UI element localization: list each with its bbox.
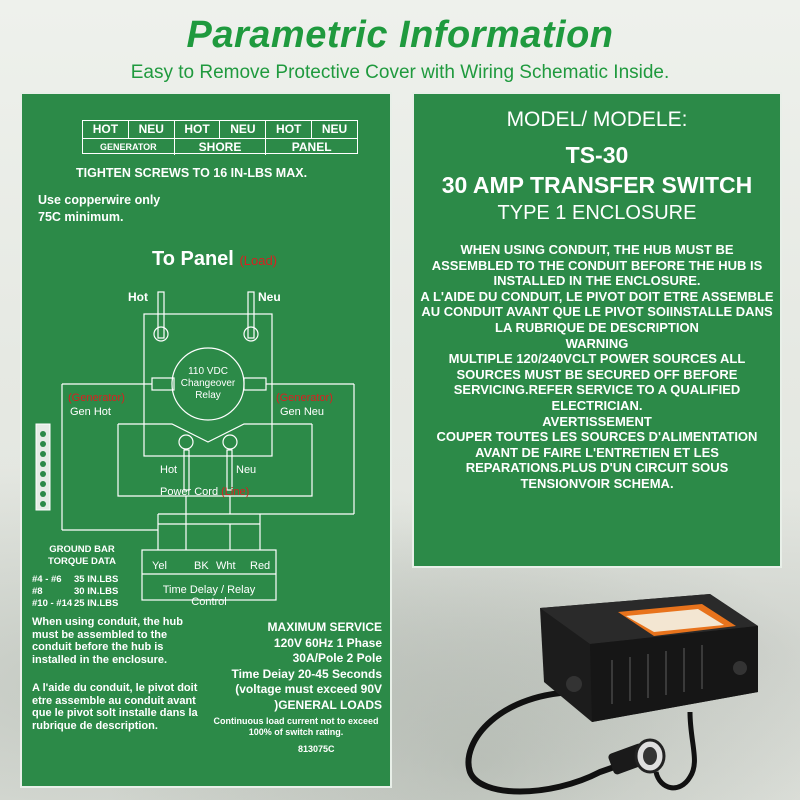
- hot-label: Hot: [128, 290, 148, 304]
- torque-value: 35 IN.LBS: [74, 574, 119, 585]
- wire-color-yel: Yel: [152, 560, 167, 572]
- neu-lead: [247, 291, 255, 339]
- warning-paragraph: MULTIPLE 120/240VCLT POWER SOURCES ALL S…: [448, 351, 746, 413]
- continuous-load-note: Continuous load current not to exceed 10…: [213, 716, 379, 737]
- ground-bar: [35, 423, 51, 511]
- time-delay-module: [141, 549, 277, 601]
- table-cell: HOT: [175, 121, 221, 138]
- copper-note: Use copperwire only 75C minimum.: [38, 192, 160, 226]
- enclosure-type: TYPE 1 ENCLOSURE: [497, 202, 697, 224]
- torque-awg: #10 - #14: [32, 598, 73, 609]
- load-note: (Load): [239, 253, 278, 268]
- page-subtitle: Easy to Remove Protective Cover with Wir…: [130, 62, 670, 83]
- gen-neu-label: Gen Neu: [280, 406, 325, 418]
- conduit-paragraph-en: WHEN USING CONDUIT, THE HUB MUST BE ASSE…: [431, 242, 763, 289]
- hot-lead: [157, 291, 165, 339]
- table-cell: GENERATOR: [83, 139, 175, 155]
- relay-housing: [143, 313, 273, 457]
- conduit-note-en: When using conduit, the hub must be asse…: [32, 616, 183, 666]
- transfer-switch-product-image: [465, 594, 758, 795]
- model-heading: MODEL/ MODELE:: [506, 108, 688, 131]
- table-cell: NEU: [220, 121, 267, 138]
- line-note: (Line): [221, 486, 250, 498]
- copper-line-2: 75C minimum.: [38, 210, 124, 224]
- gen-hot-label: Gen Hot: [70, 406, 111, 418]
- torque-row: #4 - #6 35 IN.LBS: [32, 574, 132, 586]
- relay-connector-left: [151, 377, 175, 391]
- power-cord-label: Power Cord (Line): [160, 486, 249, 498]
- neu-bottom-label: Neu: [236, 464, 257, 476]
- wire-color-wht: Wht: [216, 560, 236, 572]
- conduit-note-fr: A l'aide du conduit, le pivot doit etre …: [32, 682, 198, 732]
- generator-note-left: (Generator): [68, 392, 125, 404]
- spec-line: (voltage must exceed 90V: [235, 682, 382, 696]
- model-info-panel: MODEL/ MODELE: TS-30 30 AMP TRANSFER SWI…: [412, 92, 782, 568]
- table-cell: HOT: [266, 121, 313, 138]
- enclosure-box: [540, 594, 758, 722]
- table-cell: NEU: [129, 121, 175, 138]
- relay-connector-right: [243, 377, 267, 391]
- hot-bottom-label: Hot: [160, 464, 178, 476]
- terminal-screw: [178, 434, 194, 450]
- table-cell: PANEL: [291, 140, 332, 154]
- torque-data: GROUND BAR TORQUE DATA #4 - #6 35 IN.LBS…: [32, 544, 132, 610]
- model-number: TS-30: [565, 142, 629, 168]
- avertissement-paragraph: COUPER TOUTES LES SOURCES D'ALIMENTATION…: [436, 429, 758, 491]
- tighten-note: TIGHTEN SCREWS TO 16 IN-LBS MAX.: [76, 166, 308, 180]
- to-panel-heading: To Panel (Load): [152, 248, 277, 271]
- spec-line: Time Deiay 20-45 Seconds: [231, 666, 382, 681]
- terminal-screw: [243, 326, 259, 342]
- torque-awg: #8: [32, 586, 43, 597]
- spec-line: )GENERAL LOADS: [274, 697, 382, 712]
- product-name: 30 AMP TRANSFER SWITCH: [441, 172, 753, 198]
- wire-color-bk: BK: [194, 560, 209, 572]
- table-cell: SHORE: [175, 139, 267, 155]
- table-cell: NEU: [321, 122, 348, 136]
- power-cord-text: Power Cord: [160, 486, 219, 498]
- page-title: Parametric Information: [186, 14, 614, 56]
- torque-row: #8 30 IN.LBS: [32, 586, 132, 598]
- twist-lock-plug: [608, 738, 666, 775]
- torque-title: GROUND BAR: [49, 544, 115, 555]
- copper-line-1: Use copperwire only: [38, 193, 161, 207]
- spec-line: 120V 60Hz 1 Phase: [273, 635, 382, 650]
- max-service-specs: MAXIMUM SERVICE 120V 60Hz 1 Phase 30A/Po…: [202, 620, 382, 713]
- warning-heading: WARNING: [565, 335, 629, 351]
- torque-title: TORQUE DATA: [47, 556, 117, 567]
- wiring-diagram: [35, 291, 355, 601]
- wiring-schematic-panel: HOT NEU HOT NEU HOT NEU GENERATOR SHORE …: [20, 92, 392, 788]
- torque-value: 30 IN.LBS: [74, 586, 119, 597]
- table-cell: HOT: [83, 121, 129, 138]
- relay-label: 110 VDC Changeover Relay: [176, 366, 240, 402]
- relay-line: 110 VDC: [188, 366, 228, 377]
- avertissement-heading: AVERTISSEMENT: [542, 413, 652, 429]
- wire-color-red: Red: [250, 560, 271, 572]
- spec-line: 30A/Pole 2 Pole: [292, 651, 382, 665]
- time-delay-label: Time Delay / Relay Control: [162, 584, 256, 608]
- neu-label: Neu: [258, 290, 281, 304]
- spec-heading: MAXIMUM SERVICE: [267, 620, 382, 634]
- terminal-screw: [222, 434, 238, 450]
- part-number: 813075C: [298, 744, 335, 754]
- to-panel-label: To Panel: [152, 248, 234, 270]
- relay-line: Changeover: [180, 378, 236, 389]
- torque-row: #10 - #14 25 IN.LBS: [32, 598, 132, 610]
- torque-awg: #4 - #6: [32, 574, 62, 585]
- terminal-screw: [153, 326, 169, 342]
- torque-value: 25 IN.LBS: [74, 598, 119, 609]
- warnings-text: WHEN USING CONDUIT, THE HUB MUST BE ASSE…: [420, 242, 774, 492]
- wire-terminal-table: HOT NEU HOT NEU HOT NEU GENERATOR SHORE …: [82, 120, 358, 155]
- conduit-paragraph-fr: A L'AIDE DU CONDUIT, LE PIVOT DOIT ETRE …: [420, 288, 774, 335]
- relay-line: Relay: [195, 390, 221, 401]
- generator-note-right: (Generator): [276, 392, 333, 404]
